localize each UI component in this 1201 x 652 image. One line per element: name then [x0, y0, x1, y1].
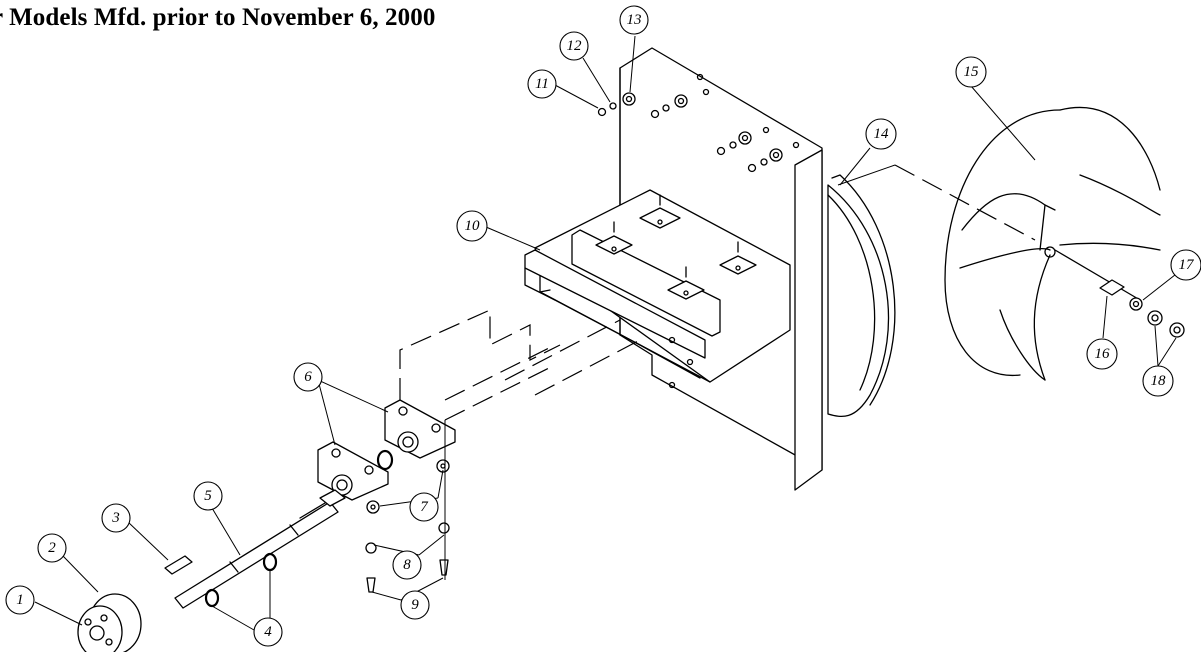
callout-8-number: 8 [403, 557, 411, 573]
callout-11-number: 11 [535, 76, 549, 92]
key [164, 555, 193, 575]
mounting-bracket [524, 47, 823, 491]
fan-shroud [827, 174, 896, 417]
callout-16: 16 [1086, 338, 1118, 370]
callout-12: 12 [559, 31, 589, 61]
assembly-lines [399, 164, 1036, 580]
callout-4-number: 4 [264, 624, 272, 640]
bearing-upper [384, 399, 456, 459]
callout-17: 17 [1170, 249, 1201, 281]
callout-8: 8 [392, 550, 422, 580]
callout-5-number: 5 [204, 488, 212, 504]
callout-13: 13 [619, 5, 649, 35]
callout-12-number: 12 [567, 38, 583, 54]
callout-2: 2 [37, 533, 67, 563]
callout-17-number: 17 [1179, 257, 1196, 273]
callout-18: 18 [1142, 365, 1174, 397]
fan-blade [944, 107, 1161, 381]
pulley [77, 593, 142, 652]
callout-18-number: 18 [1151, 373, 1167, 389]
callout-5: 5 [193, 481, 223, 511]
callout-9-number: 9 [411, 597, 419, 613]
leader-lines [34, 35, 1181, 631]
callout-16-number: 16 [1095, 346, 1111, 362]
callout-1: 1 [5, 585, 35, 615]
callout-14: 14 [865, 118, 897, 150]
shaft [174, 489, 346, 609]
page-title: r Models Mfd. prior to November 6, 2000 [0, 4, 436, 31]
callout-9: 9 [400, 590, 430, 620]
callout-14-number: 14 [874, 126, 890, 142]
callout-13-number: 13 [627, 12, 642, 28]
callout-1-number: 1 [16, 592, 24, 608]
callout-11: 11 [527, 69, 557, 99]
callout-3-number: 3 [111, 510, 120, 526]
bearing-hardware [365, 459, 450, 593]
bearing-lower [317, 441, 394, 501]
plate-hardware [597, 92, 783, 173]
callout-7: 7 [409, 492, 439, 522]
callout-15: 15 [955, 56, 987, 88]
callout-6: 6 [293, 362, 323, 392]
callout-6-number: 6 [304, 369, 312, 385]
callout-10: 10 [456, 210, 488, 242]
callout-2-number: 2 [48, 540, 56, 556]
callout-7-number: 7 [420, 499, 429, 515]
callout-4: 4 [253, 617, 283, 647]
fan-hardware [1099, 279, 1185, 338]
callout-3: 3 [101, 503, 131, 533]
callout-10-number: 10 [465, 218, 481, 234]
callout-15-number: 15 [964, 64, 980, 80]
